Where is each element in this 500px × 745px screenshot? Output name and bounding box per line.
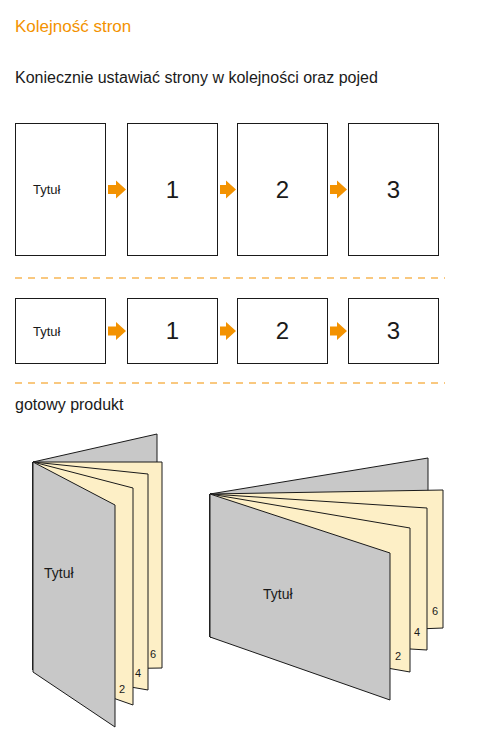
dashed-divider bbox=[15, 277, 445, 278]
order-arrow bbox=[220, 322, 236, 340]
page-box: 2 bbox=[237, 298, 328, 364]
page-number: 3 bbox=[387, 176, 400, 204]
page-number: 1 bbox=[166, 176, 179, 204]
page-box: Tytuł bbox=[15, 123, 106, 256]
page-box: 3 bbox=[348, 123, 439, 256]
cover-title: Tytuł bbox=[44, 565, 74, 581]
order-arrow bbox=[330, 181, 347, 199]
page-box: 1 bbox=[127, 298, 218, 364]
page-box: 2 bbox=[237, 123, 328, 256]
page-number: 2 bbox=[276, 317, 289, 345]
page-number: 6 bbox=[150, 648, 156, 661]
page-number: 1 bbox=[166, 317, 179, 345]
page-number: 4 bbox=[414, 626, 420, 639]
page-title-text: Tytuł bbox=[33, 324, 60, 339]
page-title-text: Tytuł bbox=[33, 182, 60, 197]
page-box: 1 bbox=[127, 123, 218, 256]
portrait-booklet bbox=[33, 434, 162, 727]
page-number: 2 bbox=[395, 650, 401, 663]
page-box: 3 bbox=[348, 298, 439, 364]
order-arrow bbox=[330, 322, 347, 340]
order-arrow bbox=[220, 181, 236, 199]
dashed-divider bbox=[15, 382, 445, 383]
heading: Kolejność stron bbox=[15, 17, 131, 37]
section-label: gotowy produkt bbox=[15, 396, 124, 414]
page-number: 2 bbox=[119, 683, 125, 696]
page-number: 6 bbox=[432, 605, 438, 618]
cover-title: Tytuł bbox=[263, 586, 293, 602]
page-box: Tytuł bbox=[15, 298, 106, 364]
landscape-booklet bbox=[210, 458, 443, 700]
page-number: 2 bbox=[276, 176, 289, 204]
instruction-text: Koniecznie ustawiać strony w kolejności … bbox=[15, 69, 378, 87]
order-arrow bbox=[108, 181, 126, 199]
page-number: 4 bbox=[135, 667, 141, 680]
page-number: 3 bbox=[387, 317, 400, 345]
order-arrow bbox=[108, 322, 126, 340]
